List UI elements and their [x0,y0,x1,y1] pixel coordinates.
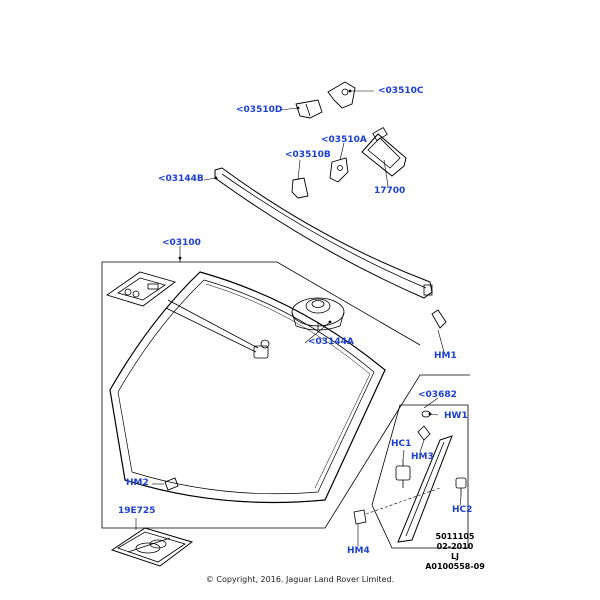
windscreen-glass [109,271,386,504]
clip-hm1 [431,309,447,329]
callout-03510c[interactable]: <03510C [378,86,424,96]
fastener-hm3 [417,425,431,441]
repair-kit-19e725 [110,527,194,567]
reference-model: LJ [450,552,460,561]
fastener-hc2 [455,477,467,496]
callout-17700[interactable]: 17700 [374,186,406,196]
leader-dots [178,89,432,416]
sensor-mount-03144a [291,297,345,331]
pillar-trim [397,435,453,543]
bracket-03510a [329,157,349,183]
callout-03144a[interactable]: <03144A [308,337,354,347]
clip-hm2 [164,477,179,491]
reference-block: 5011105 02-2010 LJ A0100558-09 [422,532,488,572]
reference-illustration-id: A0100558-09 [425,562,485,571]
callout-hw1[interactable]: HW1 [444,411,468,421]
copyright-notice: © Copyright, 2016. Jaguar Land Rover Lim… [205,575,395,584]
reference-number: 5011105 [435,532,475,541]
callout-hm3[interactable]: HM3 [411,452,434,462]
callout-hm4[interactable]: HM4 [347,546,370,556]
callout-hm2[interactable]: HM2 [126,478,149,488]
callout-03510b[interactable]: <03510B [285,150,331,160]
fastener-hm4 [353,509,367,525]
trim-strip-03144b [214,167,433,299]
callout-03682[interactable]: <03682 [418,390,457,400]
callout-03100[interactable]: <03100 [162,238,201,248]
bracket-03510c [327,81,356,109]
callout-hc1[interactable]: HC1 [391,439,412,449]
callout-19e725[interactable]: 19E725 [118,506,156,516]
fastener-hc1 [395,460,411,488]
windscreen-group-frame [101,258,470,529]
callout-hc2[interactable]: HC2 [452,505,473,515]
reference-date: 02-2010 [436,542,474,551]
callout-hm1[interactable]: HM1 [434,351,457,361]
callout-03144b[interactable]: <03144B [158,174,204,184]
bracket-03510b [291,177,309,199]
sensor-kit-tray [105,271,176,307]
bracket-03510d [295,99,323,119]
callout-03510a[interactable]: <03510A [321,135,367,145]
rear-view-mirror-17700 [361,126,407,177]
leader-lines [135,90,462,546]
callout-03510d[interactable]: <03510D [236,105,283,115]
pillar-group-frame [371,404,469,549]
